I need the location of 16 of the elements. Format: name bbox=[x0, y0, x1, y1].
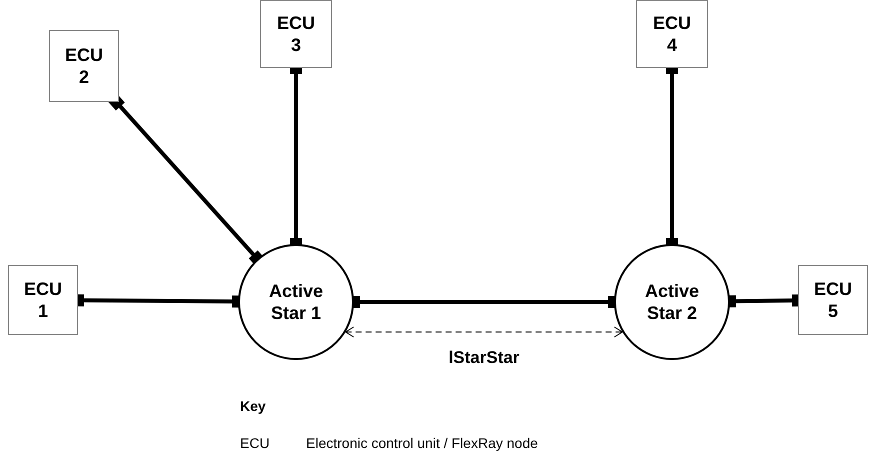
node-label: Active Star 2 bbox=[644, 280, 700, 324]
node-label: ECU 4 bbox=[652, 12, 692, 56]
key-term: ECU bbox=[240, 434, 270, 453]
key-definition: Electronic control unit / FlexRay node bbox=[306, 434, 538, 453]
ecu-box bbox=[636, 0, 708, 68]
ecu-box bbox=[260, 0, 332, 68]
node-label: ECU 2 bbox=[64, 44, 104, 88]
dashed-arrow bbox=[345, 326, 623, 338]
ecu-box bbox=[49, 30, 119, 102]
ecu-box bbox=[798, 265, 868, 335]
node-label: Active Star 1 bbox=[268, 280, 324, 324]
node-label: ECU 5 bbox=[812, 278, 853, 322]
ecu-box bbox=[8, 265, 78, 335]
key-heading: Key bbox=[240, 397, 266, 416]
node-label: ECU 3 bbox=[276, 12, 316, 56]
node-label: ECU 1 bbox=[22, 278, 63, 322]
